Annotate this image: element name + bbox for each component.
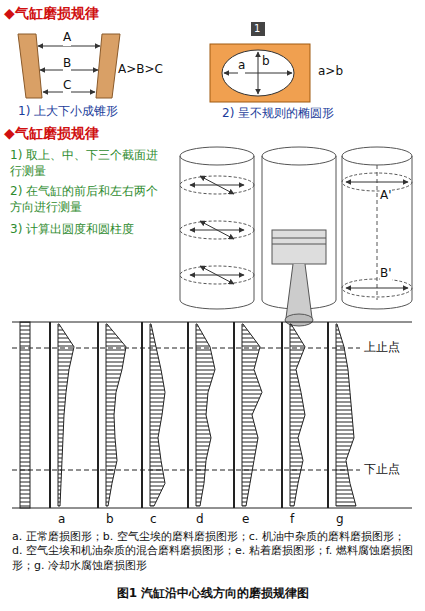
profile-letter: e [242,512,249,528]
position-label: 下止点 [364,462,414,478]
wear-profile [106,324,126,506]
figure-caption: 2) 呈不规则的椭圆形 [222,106,412,122]
dimension-letter: A [63,30,71,46]
position-label: 上止点 [364,340,414,356]
wear-profile [196,324,215,506]
cylinder-wall [281,322,283,508]
callout-number: 1 [254,22,260,35]
step-text: 1) 取上、中、下三个截面进行测量 [10,148,160,179]
profile-letter: c [150,512,157,528]
cylinder-wall [141,322,143,508]
dimension-letter: C [63,78,71,94]
wear-profile [290,324,305,506]
step-text: 2) 在气缸的前后和左右两个方向进行测量 [10,184,160,215]
profile-letter: g [336,512,344,528]
profile-letter: f [290,512,294,528]
dimension-letter: A' [380,188,392,204]
dimension-letter: B' [380,266,392,282]
wear-profile [336,324,356,506]
wear-profile [150,324,165,506]
dimension-letter: B [63,56,71,72]
step-text: 3) 计算出圆度和圆柱度 [10,222,160,238]
profile-letter: d [196,512,204,528]
relation-text: a>b [318,64,368,80]
wear-profile [58,324,74,506]
cylinder-wall [233,322,235,508]
cylinder-wall [97,322,99,508]
profile-letter: a [58,512,65,528]
cylinder-wall [327,322,329,508]
dimension-letter: a [238,58,245,74]
figure-caption: 1) 上大下小成锥形 [18,104,198,120]
profile-letter: b [106,512,114,528]
legend-note: a. 正常磨损图形；b. 空气尘埃的磨料磨损图形；c. 机油中杂质的磨料磨损图形… [12,530,414,573]
figure-caption: 图1 汽缸沿中心线方向的磨损规律图 [12,586,414,602]
heading: ◆气缸磨损规律 [4,4,204,22]
relation-text: A>B>C [118,62,178,78]
wear-profile [242,324,262,506]
dimension-letter: b [262,54,270,70]
heading: ◆气缸磨损规律 [4,124,204,142]
cylinder-wall [187,322,189,508]
cylinder-wall [49,322,51,508]
